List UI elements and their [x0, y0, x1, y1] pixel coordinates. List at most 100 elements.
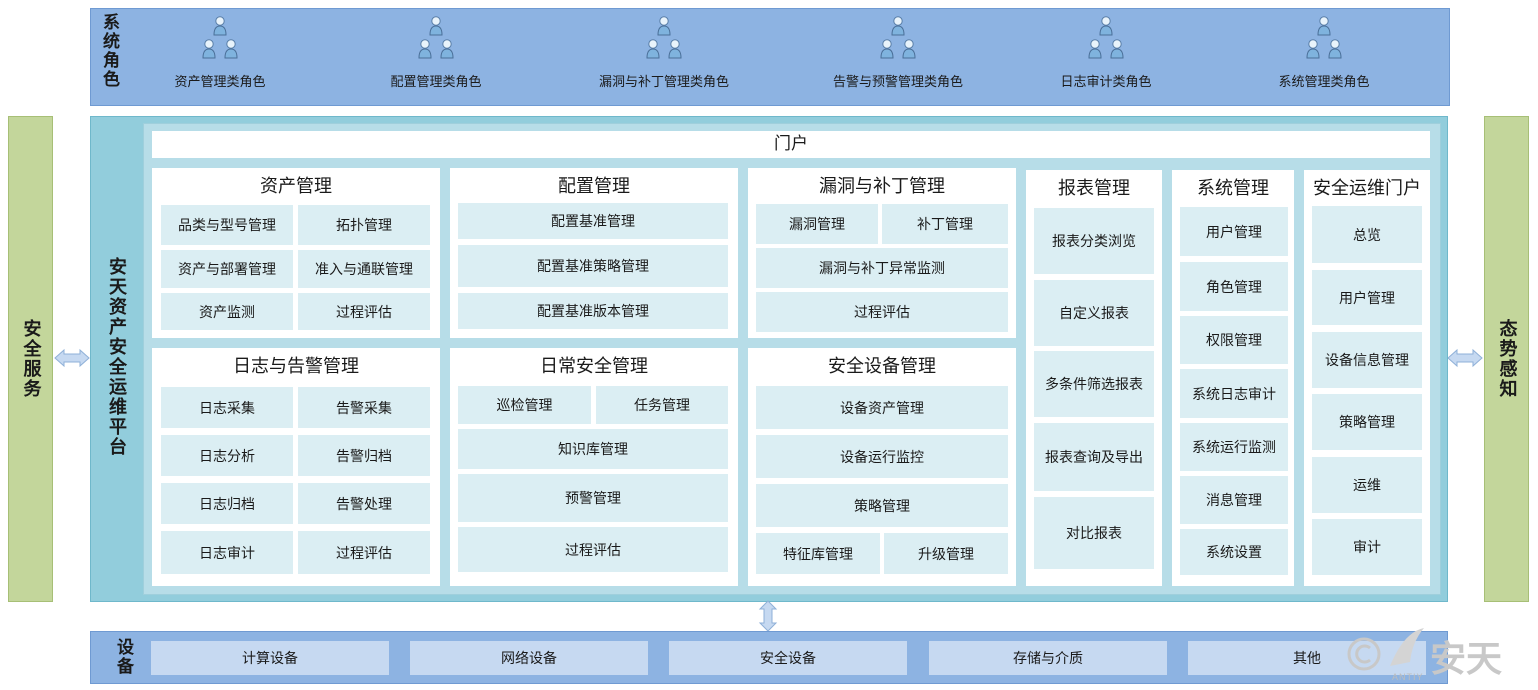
- module-cell: 过程评估: [298, 531, 430, 574]
- module-cell: 告警归档: [298, 435, 430, 476]
- user-group-icon: [1306, 16, 1342, 59]
- config-management-panel: 配置管理 配置基准管理 配置基准策略管理 配置基准版本管理: [450, 168, 738, 338]
- role-label: 漏洞与补丁管理类角色: [598, 75, 729, 90]
- asset-management-panel: 资产管理 品类与型号管理 拓扑管理 资产与部署管理 准入与通联管理 资产监测 过…: [152, 168, 440, 338]
- module-cell: 用户管理: [1180, 207, 1288, 256]
- log-alert-management-panel: 日志与告警管理 日志采集 告警采集 日志分析 告警归档 日志归档 告警处理 日志…: [152, 348, 440, 586]
- secops-portal-panel: 安全运维门户 总览 用户管理 设备信息管理 策略管理 运维 审计: [1304, 170, 1430, 586]
- module-cell: 资产监测: [161, 293, 293, 330]
- role-label: 告警与预警管理类角色: [832, 75, 963, 90]
- situation-awareness-bar: 态势感知: [1484, 116, 1529, 602]
- module-cell: 角色管理: [1180, 262, 1288, 311]
- user-group-icon: [880, 16, 916, 59]
- equipment-item: 计算设备: [151, 641, 389, 675]
- module-cell: 设备信息管理: [1312, 332, 1422, 388]
- role-label: 系统管理类角色: [1278, 75, 1370, 90]
- role-label: 配置管理类角色: [390, 75, 482, 90]
- module-cell: 日志分析: [161, 435, 293, 476]
- right-double-arrow-icon: [1447, 348, 1483, 368]
- module-cell: 资产与部署管理: [161, 250, 293, 288]
- role-label: 日志审计类角色: [1060, 75, 1152, 90]
- equipment-item: 其他: [1188, 641, 1426, 675]
- panel-title: 安全运维门户: [1313, 178, 1421, 199]
- svg-text:安天: 安天: [1430, 639, 1502, 680]
- module-cell: 过程评估: [756, 292, 1008, 332]
- module-cell: 过程评估: [298, 293, 430, 330]
- panel-title: 系统管理: [1197, 178, 1269, 199]
- module-cell: 日志审计: [161, 531, 293, 574]
- equipment-item: 网络设备: [410, 641, 648, 675]
- antiy-logo-icon: ANTIY 安天: [1347, 628, 1502, 682]
- module-cell: 准入与通联管理: [298, 250, 430, 288]
- roles-bar: 系统角色 资产管理类角色 配置管理类角色 漏洞与补丁管理类角色 告警与预警管理类…: [90, 8, 1450, 106]
- module-cell: 策略管理: [1312, 394, 1422, 450]
- module-cell: 特征库管理: [756, 533, 880, 574]
- module-cell: 品类与型号管理: [161, 205, 293, 245]
- module-cell: 配置基准版本管理: [458, 293, 728, 329]
- role-label: 资产管理类角色: [174, 75, 266, 90]
- panel-title: 日志与告警管理: [233, 356, 359, 377]
- module-cell: 用户管理: [1312, 270, 1422, 325]
- module-cell: 巡检管理: [458, 386, 591, 424]
- svg-text:ANTIY: ANTIY: [1392, 672, 1424, 682]
- module-cell: 配置基准策略管理: [458, 245, 728, 287]
- panel-title: 安全设备管理: [828, 356, 936, 377]
- platform-title: 安天资产安全运维平台: [106, 257, 127, 457]
- report-management-panel: 报表管理 报表分类浏览 自定义报表 多条件筛选报表 报表查询及导出 对比报表: [1026, 170, 1162, 586]
- daily-security-management-panel: 日常安全管理 巡检管理 任务管理 知识库管理 预警管理 过程评估: [450, 348, 738, 586]
- vuln-patch-management-panel: 漏洞与补丁管理 漏洞管理 补丁管理 漏洞与补丁异常监测 过程评估: [748, 168, 1016, 338]
- role-config: 配置管理类角色: [351, 15, 521, 90]
- module-cell: 运维: [1312, 457, 1422, 513]
- module-cell: 设备运行监控: [756, 435, 1008, 478]
- user-group-icon: [646, 16, 682, 59]
- module-cell: 告警采集: [298, 387, 430, 428]
- module-cell: 多条件筛选报表: [1034, 351, 1154, 417]
- panel-title: 配置管理: [558, 176, 630, 197]
- module-cell: 知识库管理: [458, 429, 728, 469]
- panel-title: 资产管理: [260, 176, 332, 197]
- user-group-icon: [418, 16, 454, 59]
- role-asset: 资产管理类角色: [135, 15, 305, 90]
- antiy-logo: ANTIY 安天: [1342, 626, 1532, 686]
- equipment-bar: 设备 计算设备 网络设备 安全设备 存储与介质 其他: [90, 631, 1448, 684]
- role-system: 系统管理类角色: [1239, 15, 1409, 90]
- user-group-icon: [202, 16, 238, 59]
- vertical-double-arrow-icon: [758, 600, 778, 632]
- equipment-title: 设备: [113, 638, 133, 676]
- module-cell: 系统日志审计: [1180, 369, 1288, 418]
- module-cell: 漏洞与补丁异常监测: [756, 248, 1008, 288]
- module-cell: 配置基准管理: [458, 203, 728, 239]
- module-cell: 补丁管理: [882, 204, 1008, 244]
- module-cell: 自定义报表: [1034, 280, 1154, 346]
- platform: 安天资产安全运维平台 门户 资产管理 品类与型号管理 拓扑管理 资产与部署管理 …: [90, 116, 1448, 602]
- roles-title: 系统角色: [99, 13, 119, 89]
- module-cell: 任务管理: [596, 386, 728, 424]
- security-service-bar: 安全服务: [8, 116, 53, 602]
- module-cell: 对比报表: [1034, 497, 1154, 569]
- module-cell: 报表查询及导出: [1034, 423, 1154, 491]
- panel-title: 日常安全管理: [540, 356, 648, 377]
- platform-inner: 门户 资产管理 品类与型号管理 拓扑管理 资产与部署管理 准入与通联管理 资产监…: [143, 123, 1441, 595]
- module-cell: 设备资产管理: [756, 386, 1008, 429]
- module-cell: 过程评估: [458, 527, 728, 572]
- module-cell: 漏洞管理: [756, 204, 878, 244]
- module-cell: 日志归档: [161, 483, 293, 524]
- module-cell: 策略管理: [756, 484, 1008, 527]
- module-cell: 消息管理: [1180, 476, 1288, 524]
- panel-title: 报表管理: [1058, 178, 1130, 199]
- system-management-panel: 系统管理 用户管理 角色管理 权限管理 系统日志审计 系统运行监测 消息管理 系…: [1172, 170, 1294, 586]
- portal-header: 门户: [152, 131, 1430, 158]
- module-cell: 日志采集: [161, 387, 293, 428]
- module-cell: 权限管理: [1180, 316, 1288, 364]
- user-group-icon: [1088, 16, 1124, 59]
- module-cell: 拓扑管理: [298, 205, 430, 245]
- role-vuln: 漏洞与补丁管理类角色: [579, 15, 749, 90]
- left-double-arrow-icon: [54, 348, 90, 368]
- module-cell: 系统设置: [1180, 529, 1288, 575]
- module-cell: 系统运行监测: [1180, 423, 1288, 471]
- equipment-item: 存储与介质: [929, 641, 1167, 675]
- module-cell: 总览: [1312, 206, 1422, 263]
- module-cell: 告警处理: [298, 483, 430, 524]
- security-device-management-panel: 安全设备管理 设备资产管理 设备运行监控 策略管理 特征库管理 升级管理: [748, 348, 1016, 586]
- role-alert: 告警与预警管理类角色: [813, 15, 983, 90]
